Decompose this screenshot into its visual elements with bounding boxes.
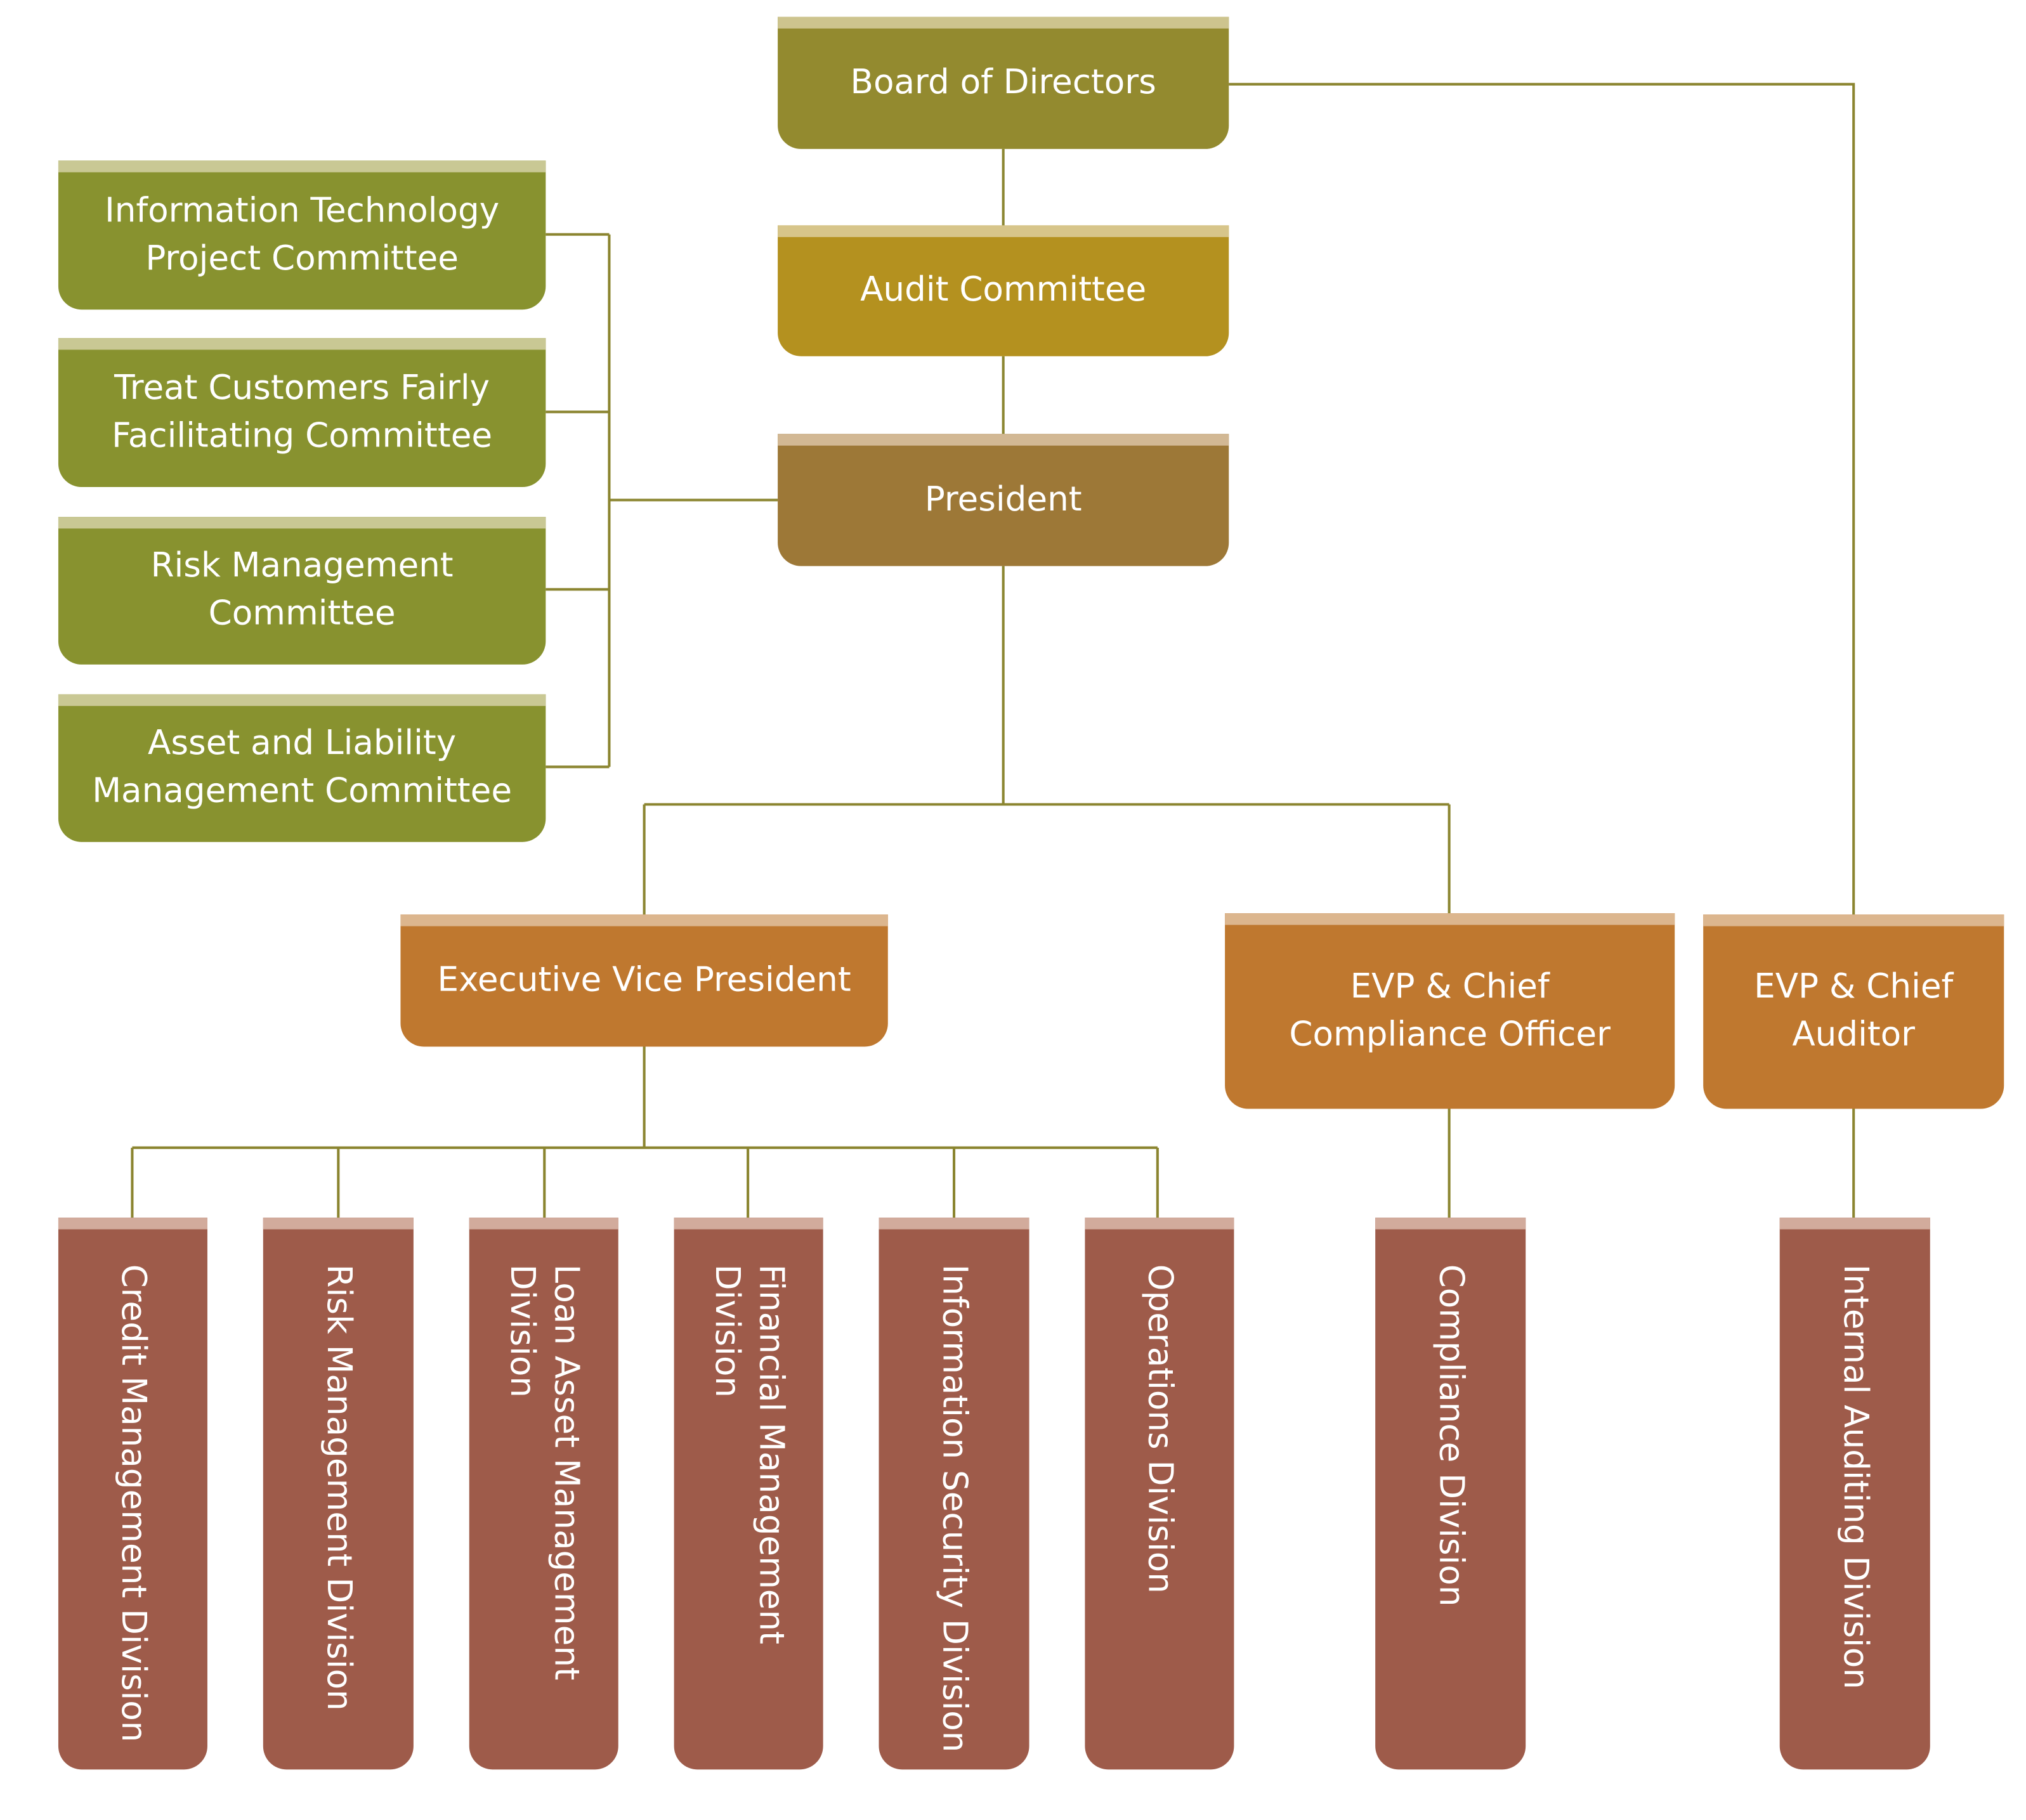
box-cap <box>58 517 546 529</box>
division-label: Information Security Division <box>934 1264 974 1753</box>
division-label: Loan Asset Management Division <box>502 1264 585 1680</box>
box-cap <box>58 1218 207 1230</box>
box-cap <box>58 338 546 350</box>
evp-chief-compliance-officer-box: EVP & Chief Compliance Officer <box>1225 913 1675 1109</box>
committee-risk-management-box: Risk Management Committee <box>58 517 546 665</box>
box-cap <box>1779 1218 1930 1230</box>
box-cap <box>778 225 1229 237</box>
president-box: President <box>778 434 1229 566</box>
board-of-directors-label: Board of Directors <box>850 63 1156 102</box>
box-cap <box>469 1218 618 1230</box>
division-information-security-box: Information Security Division <box>879 1218 1029 1770</box>
executive-vice-president-box: Executive Vice President <box>400 914 888 1047</box>
box-cap <box>1225 913 1675 925</box>
box-cap <box>400 914 888 926</box>
division-label: Internal Auditing Division <box>1835 1264 1874 1689</box>
division-operations-box: Operations Division <box>1085 1218 1234 1770</box>
committee-label: Information Technology Project Committee <box>105 191 500 278</box>
audit-committee-label: Audit Committee <box>860 270 1147 310</box>
audit-committee-box: Audit Committee <box>778 225 1229 356</box>
box-cap <box>1085 1218 1234 1230</box>
box-cap <box>58 160 546 172</box>
box-cap <box>1703 914 2004 926</box>
board-of-directors-box: Board of Directors <box>778 16 1229 149</box>
division-compliance-box: Compliance Division <box>1375 1218 1526 1770</box>
division-credit-management-box: Credit Management Division <box>58 1218 207 1770</box>
committee-label: Treat Customers Fairly Facilitating Comm… <box>112 368 493 456</box>
box-cap <box>778 16 1229 29</box>
executive-label: EVP & Chief Compliance Officer <box>1289 966 1611 1054</box>
president-label: President <box>924 479 1082 519</box>
box-cap <box>58 694 546 706</box>
division-internal-auditing-box: Internal Auditing Division <box>1779 1218 1930 1770</box>
committee-asset-liability-box: Asset and Liability Management Committee <box>58 694 546 842</box>
committee-label: Risk Management Committee <box>150 547 454 634</box>
division-financial-management-box: Financial Management Division <box>674 1218 823 1770</box>
executive-label: EVP & Chief Auditor <box>1754 967 1954 1055</box>
division-label: Financial Management Division <box>707 1264 790 1644</box>
division-label: Credit Management Division <box>113 1264 153 1743</box>
division-label: Operations Division <box>1140 1264 1179 1594</box>
committee-it-project-box: Information Technology Project Committee <box>58 160 546 310</box>
division-loan-asset-management-box: Loan Asset Management Division <box>469 1218 618 1770</box>
connector-board-auditor <box>1229 82 1855 915</box>
division-risk-management-box: Risk Management Division <box>263 1218 414 1770</box>
box-cap <box>778 434 1229 446</box>
box-cap <box>263 1218 414 1230</box>
box-cap <box>674 1218 823 1230</box>
committee-label: Asset and Liability Management Committee <box>92 724 513 811</box>
division-label: Risk Management Division <box>318 1264 358 1711</box>
evp-chief-auditor-box: EVP & Chief Auditor <box>1703 914 2004 1109</box>
box-cap <box>879 1218 1029 1230</box>
committee-treat-customers-box: Treat Customers Fairly Facilitating Comm… <box>58 338 546 488</box>
division-label: Compliance Division <box>1431 1264 1470 1607</box>
box-cap <box>1375 1218 1526 1230</box>
executive-label: Executive Vice President <box>437 960 851 999</box>
